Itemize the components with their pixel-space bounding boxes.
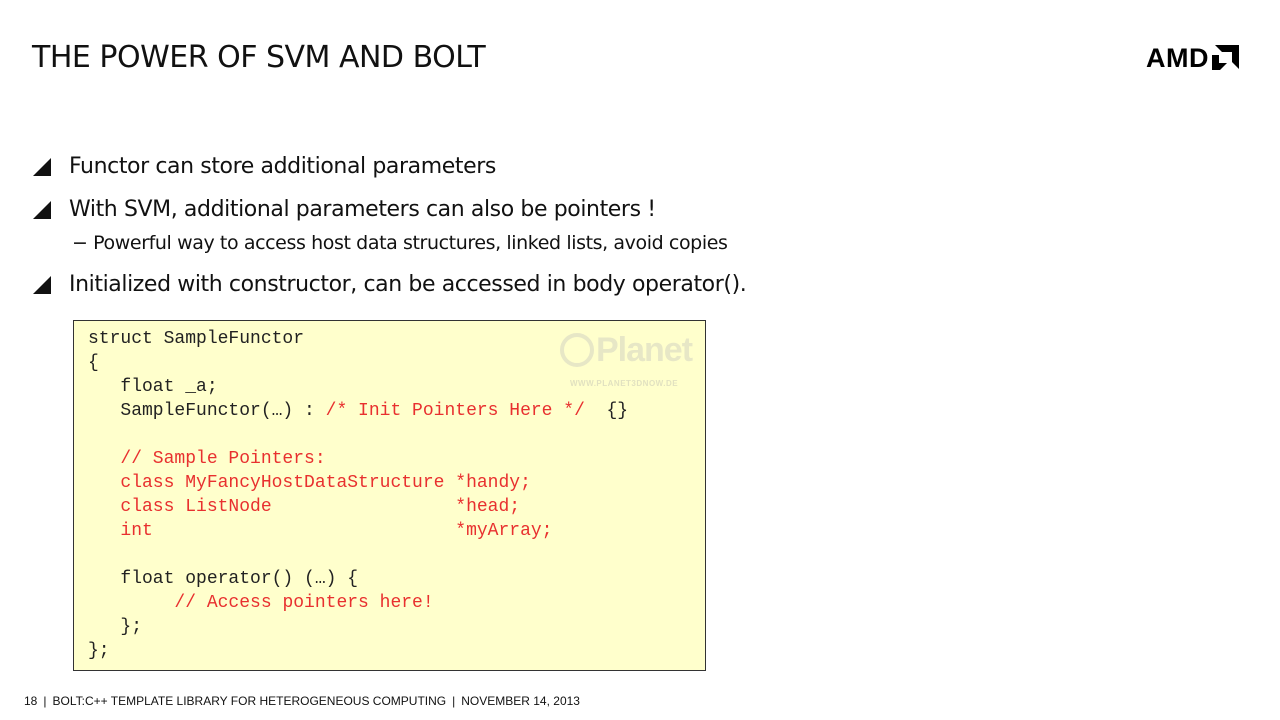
bullet-text: With SVM, additional parameters can also… [69,197,656,222]
amd-logo: AMD [1146,44,1239,72]
bullet-text: Functor can store additional parameters [69,154,496,179]
planet3dnow-watermark: Planet WWW.PLANET3DNOW.DE [560,329,705,389]
code-box: Planet WWW.PLANET3DNOW.DE struct SampleF… [73,320,706,671]
triangle-bullet-icon [33,157,51,176]
bullet-item: Initialized with constructor, can be acc… [33,272,747,297]
amd-logo-text: AMD [1146,43,1209,73]
sub-bullet-marker: − [72,232,88,254]
sub-bullet-item: − Powerful way to access host data struc… [72,232,728,254]
bullet-item: With SVM, additional parameters can also… [33,197,656,222]
code-line: int *myArray; [120,521,553,541]
triangle-bullet-icon [33,275,51,294]
triangle-bullet-icon [33,200,51,219]
footer-date: NOVEMBER 14, 2013 [461,694,580,708]
slide-title: THE POWER OF SVM AND BOLT [32,40,486,75]
code-line: struct SampleFunctor [88,329,305,349]
code-line: SampleFunctor(…) : /* Init Pointers Here… [88,401,629,421]
page-number: 18 [24,694,38,708]
bullet-text: Initialized with constructor, can be acc… [69,272,747,297]
code-line: class ListNode *head; [120,497,521,517]
code-line: { [88,353,99,373]
footer-separator: | [452,694,456,708]
code-line: class MyFancyHostDataStructure *handy; [120,473,531,493]
watermark-url: WWW.PLANET3DNOW.DE [570,379,679,388]
code-line: float operator() (…) { [88,569,359,589]
code-line: // Access pointers here! [174,593,434,613]
watermark-planet-icon [560,333,594,367]
bullet-item: Functor can store additional parameters [33,154,496,179]
slide-footer: 18 | BOLT:C++ TEMPLATE LIBRARY FOR HETEROG… [24,694,580,708]
code-block: struct SampleFunctor { float _a; SampleF… [88,327,628,663]
code-line: }; [88,641,110,661]
code-line: float _a; [88,377,218,397]
footer-doc-title: BOLT:C++ TEMPLATE LIBRARY FOR HETEROGENE… [52,694,447,708]
code-line: }; [88,617,143,637]
watermark-name: Planet [596,331,693,369]
code-line: // Sample Pointers: [120,449,326,469]
sub-bullet-text: Powerful way to access host data structu… [93,232,728,254]
footer-separator: | [43,694,47,708]
amd-arrow-icon [1212,45,1239,70]
